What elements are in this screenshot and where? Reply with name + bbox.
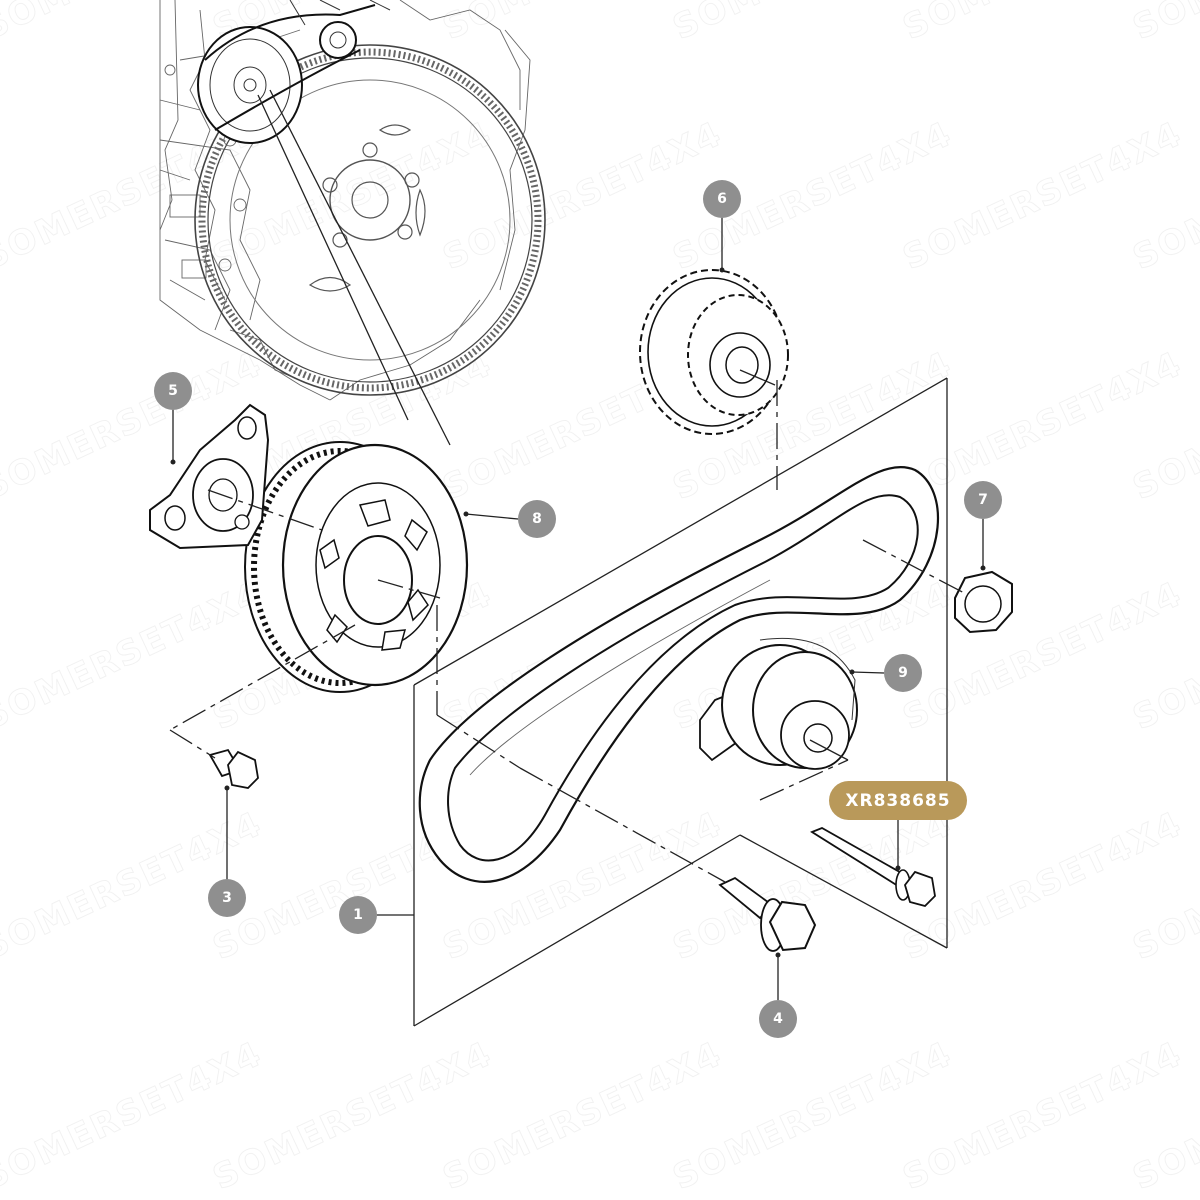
svg-text:5: 5 — [168, 383, 178, 399]
svg-text:8: 8 — [532, 511, 542, 527]
callout-5[interactable]: 5 — [154, 372, 192, 410]
callout-4[interactable]: 4 — [759, 1000, 797, 1038]
long-bolt-xr838685 — [810, 827, 936, 908]
callout-3[interactable]: 3 — [208, 879, 246, 917]
group-frame-lines — [413, 377, 948, 1027]
svg-text:4: 4 — [773, 1011, 783, 1027]
callout-6[interactable]: 6 — [703, 180, 741, 218]
callout-7[interactable]: 7 — [964, 481, 1002, 519]
svg-text:3: 3 — [222, 890, 232, 906]
belt-tensioner — [699, 637, 858, 770]
callout-1[interactable]: 1 — [339, 896, 377, 934]
svg-text:9: 9 — [898, 665, 908, 681]
callout-9[interactable]: 9 — [884, 654, 922, 692]
part-number-badge[interactable]: XR838685 — [829, 781, 967, 820]
crankshaft-pulley — [244, 441, 469, 693]
camshaft-sprocket — [639, 269, 789, 435]
svg-text:1: 1 — [353, 907, 363, 923]
bolt-3 — [208, 748, 259, 789]
callout-leaders — [170, 217, 986, 1000]
watermark-text: SOMERSET4X4 — [1127, 0, 1200, 48]
crank-leader-lines — [257, 89, 451, 446]
engine-block-illustration — [159, 0, 546, 401]
nut — [954, 570, 1013, 634]
callout-8[interactable]: 8 — [518, 500, 556, 538]
svg-text:7: 7 — [978, 492, 988, 508]
bolt-4 — [718, 876, 817, 952]
centerlines — [169, 380, 969, 883]
timing-belt — [418, 465, 940, 883]
svg-text:6: 6 — [717, 191, 727, 207]
